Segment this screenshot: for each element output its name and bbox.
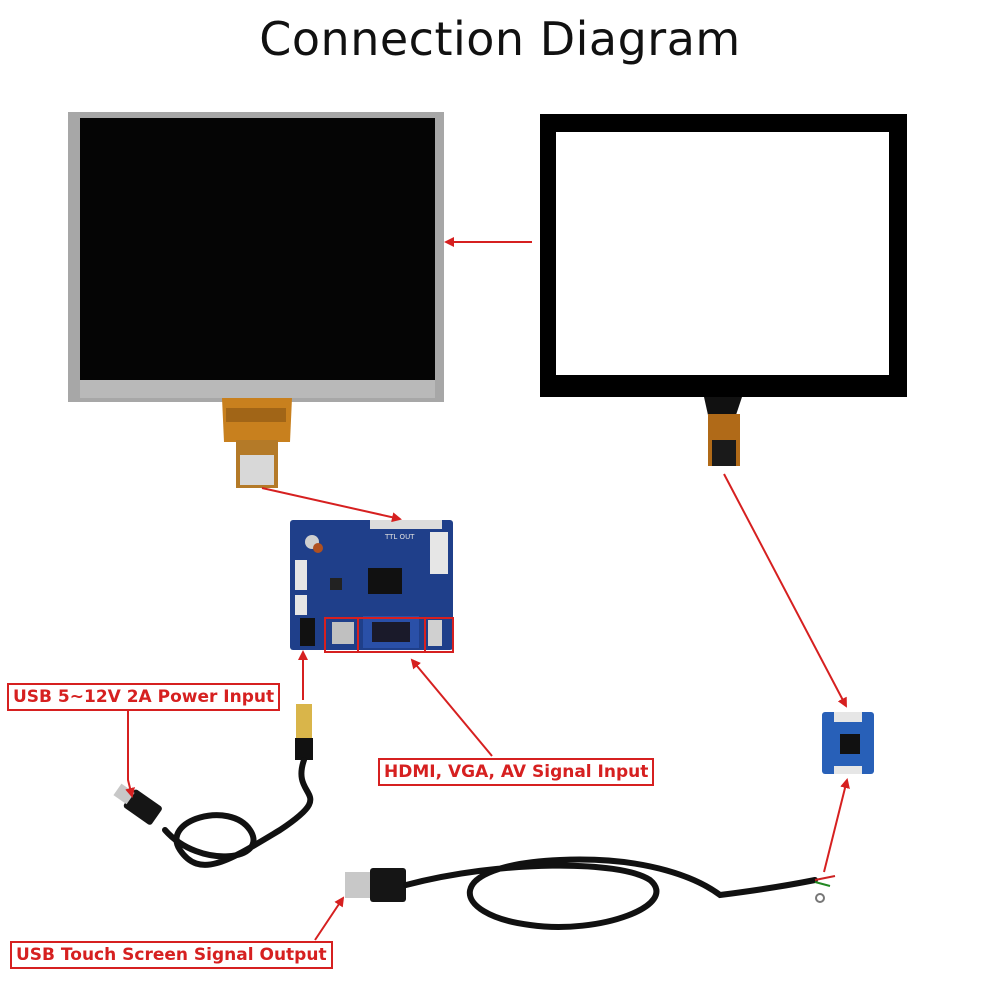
touch-controller-board — [822, 712, 874, 774]
touch-output-label: USB Touch Screen Signal Output — [10, 941, 333, 969]
arrow-cable-to-controller — [823, 778, 850, 873]
signal-input-label: HDMI, VGA, AV Signal Input — [378, 758, 655, 786]
lcd-fpc-cable — [222, 398, 292, 488]
lcd-panel — [68, 112, 444, 402]
arrow-touch-fpc-to-controller — [723, 473, 847, 708]
arrow-touch-label-to-usb — [314, 896, 345, 941]
signal-ports-highlight — [324, 617, 454, 653]
touch-fpc-cable — [704, 397, 742, 466]
power-input-label: USB 5~12V 2A Power Input — [7, 683, 281, 711]
driver-board: TTL OUT — [290, 520, 453, 650]
connection-arrows — [125, 237, 850, 941]
touch-usb-cable — [345, 856, 836, 930]
power-cable — [113, 704, 314, 868]
arrow-lcd-to-board — [261, 487, 402, 523]
arrow-signal-label-to-ports — [410, 658, 493, 757]
diagram-title: Connection Diagram — [259, 12, 741, 66]
touch-panel — [540, 114, 907, 397]
board-silkscreen: TTL OUT — [384, 533, 415, 541]
arrow-power-label-to-usb — [125, 710, 135, 798]
